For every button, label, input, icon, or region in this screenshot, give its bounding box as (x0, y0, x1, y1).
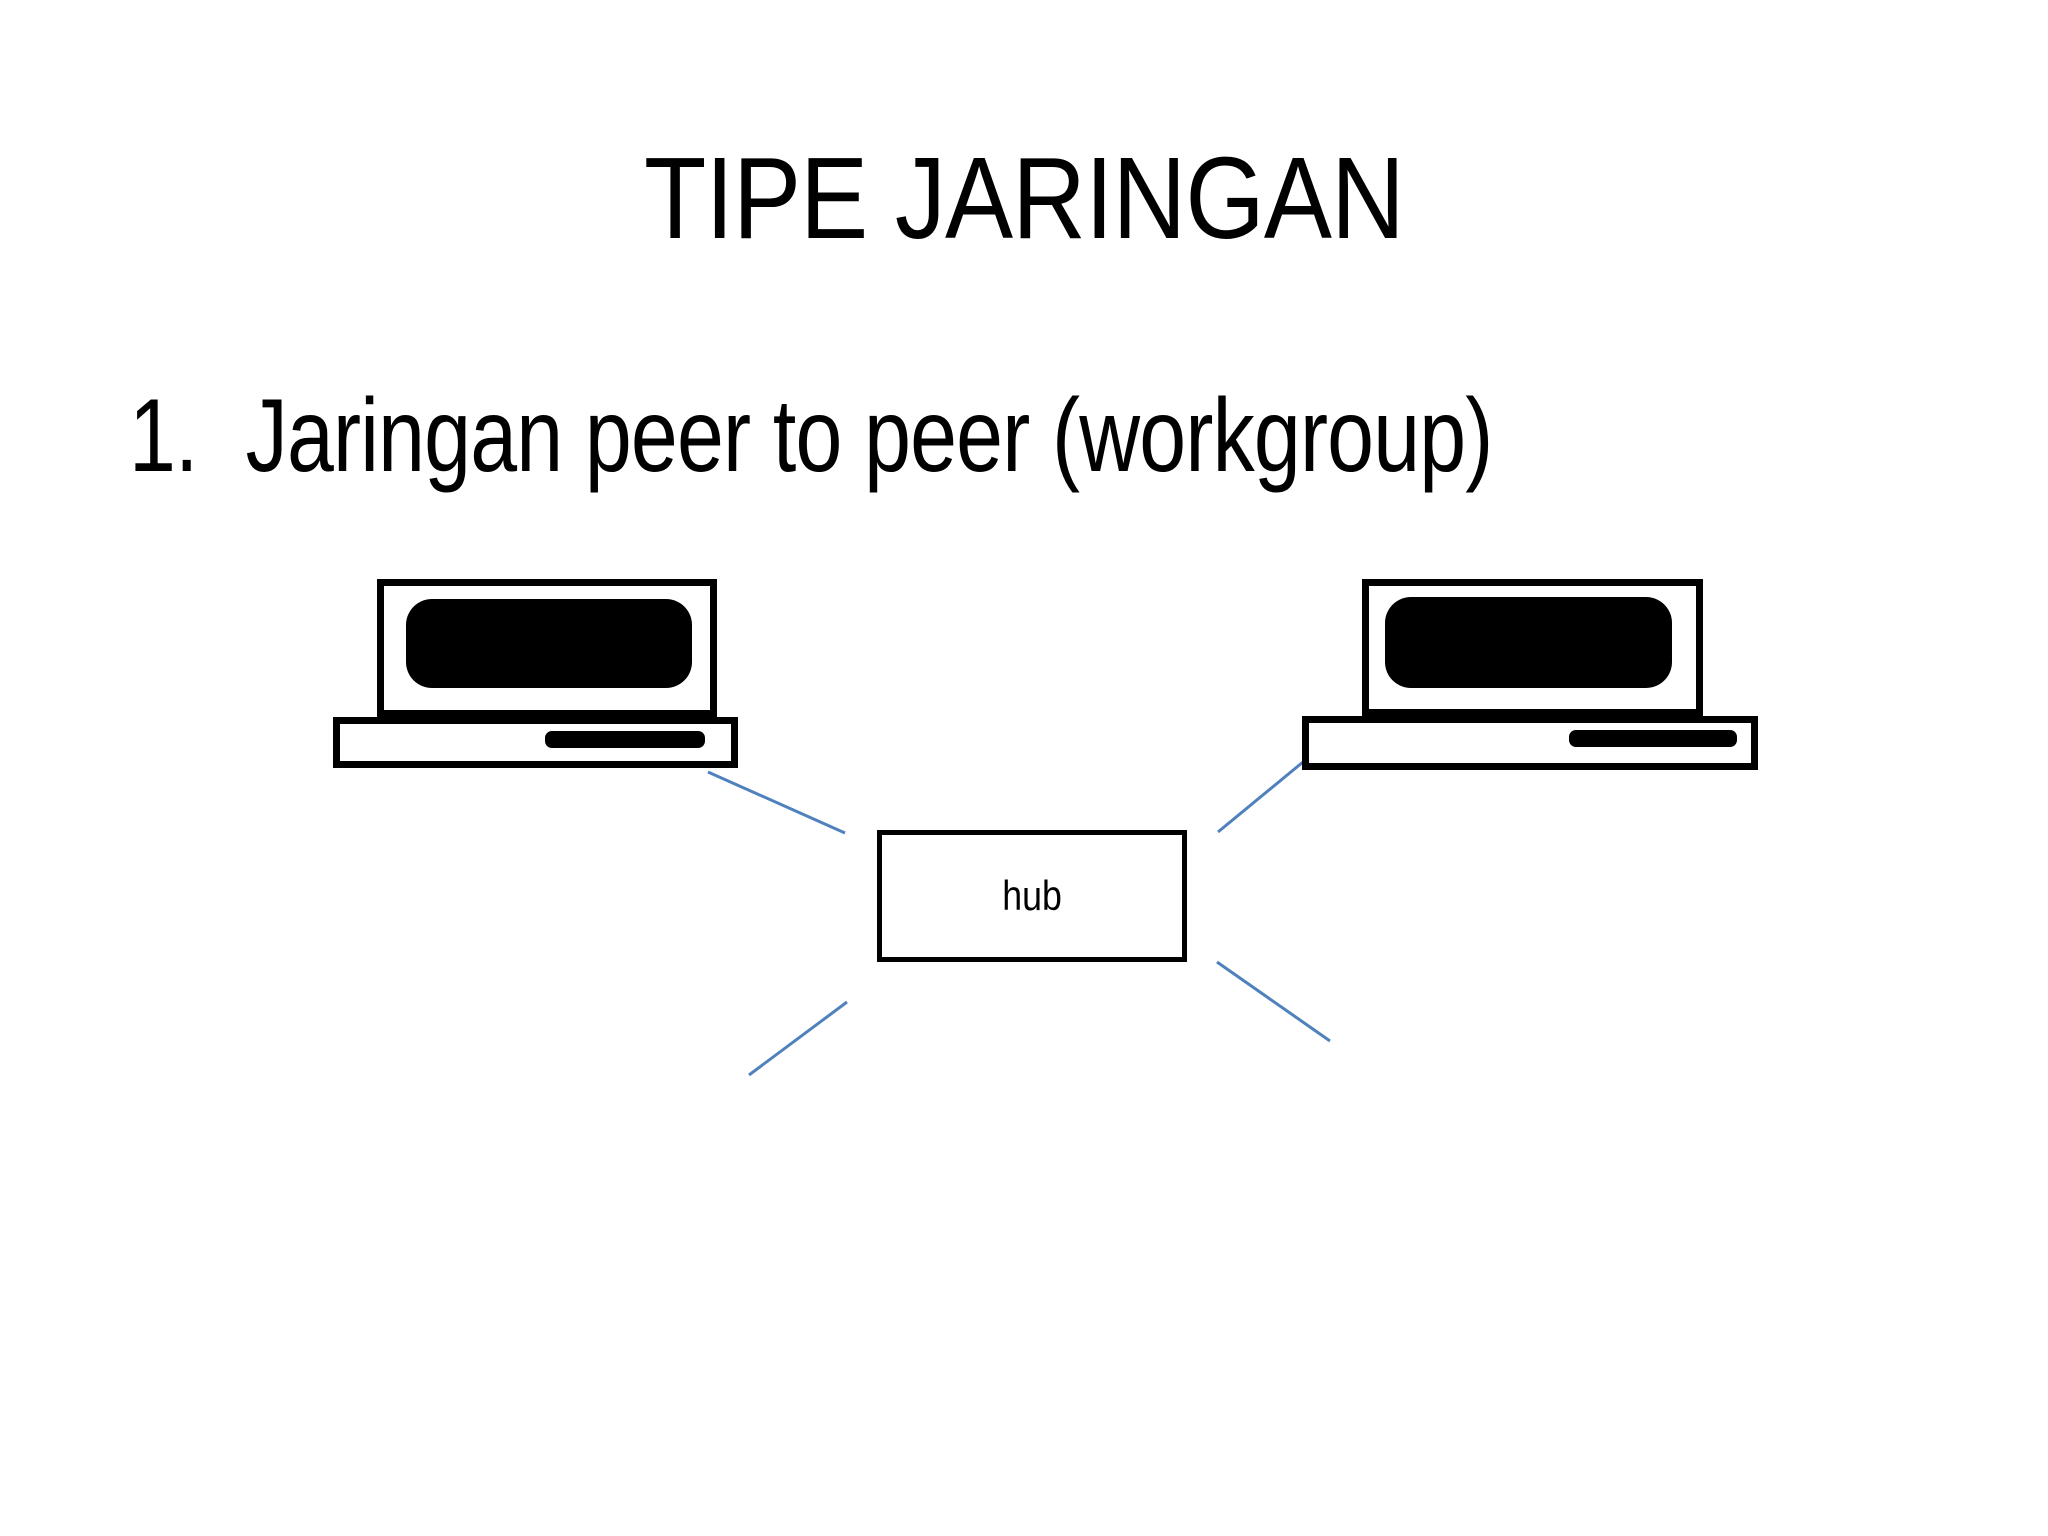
cable-left-laptop-to-hub-line (707, 770, 846, 835)
list-item-number: 1. (129, 378, 198, 494)
slide-title: TIPE JARINGAN (644, 133, 1405, 263)
list-item: 1. Jaringan peer to peer (workgroup) (129, 374, 1493, 499)
cable-hub-bottom-right-line (1216, 960, 1331, 1043)
laptop-right-screen (1385, 597, 1672, 688)
list-item-text: Jaringan peer to peer (workgroup) (245, 378, 1494, 494)
cable-right-laptop-to-hub-line (1217, 760, 1304, 834)
laptop-left-screen (406, 599, 692, 688)
hub-label: hub (1002, 872, 1062, 919)
cable-hub-bottom-left-line (748, 1000, 848, 1077)
laptop-left-drive-slot (545, 731, 705, 748)
hub-node: hub (877, 830, 1187, 962)
laptop-right-drive-slot (1569, 730, 1737, 747)
